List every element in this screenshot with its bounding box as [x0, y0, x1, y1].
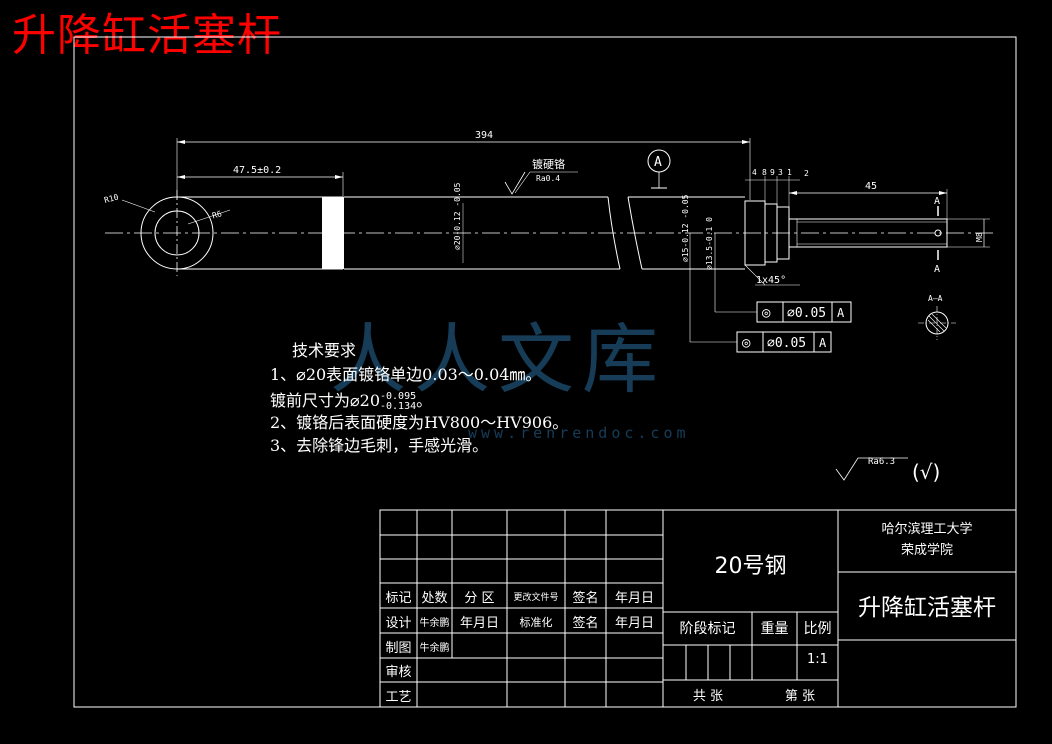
roughness-symbol-ra04	[504, 171, 526, 195]
drawing-title: 升降缸活塞杆	[12, 10, 282, 61]
tb-nianyueri3: 年月日	[614, 616, 654, 631]
tech-line1: 1、⌀20表面镀铬单边0.03～0.04㎜。	[270, 365, 542, 384]
watermark-url: www.renrendoc.com	[468, 424, 690, 442]
tb-nianyueri2: 年月日	[459, 616, 499, 631]
tech-heading: 技术要求	[292, 341, 357, 360]
threaded-stub	[788, 218, 948, 248]
tb-shenhe: 审核	[385, 665, 412, 680]
tb-school1: 哈尔滨理工大学	[881, 522, 973, 537]
tb-genggai: 更改文件号	[513, 593, 559, 603]
tb-sheets: 共 张	[692, 689, 724, 704]
tb-sheet-no: 第 张	[784, 689, 816, 704]
svg-text:◎: ◎	[762, 305, 771, 321]
tb-sheji: 设计	[385, 616, 412, 631]
tb-zhitu: 制图	[385, 641, 412, 656]
label-chrome: 镀硬铬	[532, 157, 565, 171]
break-line-left	[607, 196, 621, 270]
dim-4: 4	[752, 168, 757, 177]
dim-8: 8	[762, 168, 767, 177]
tb-part-name: 升降缸活塞杆	[858, 595, 996, 621]
label-ra04: Ra0.4	[536, 174, 560, 183]
dim-45: 45	[865, 181, 877, 192]
svg-text:◎: ◎	[742, 335, 751, 351]
dim-1: 1	[787, 168, 792, 177]
svg-text:∅0.05: ∅0.05	[767, 336, 806, 351]
dim-93: 9	[770, 168, 775, 177]
title-block-grid	[379, 509, 1017, 708]
tb-material: 20号钢	[714, 554, 787, 579]
tb-biaoji: 标记	[385, 591, 412, 606]
section-label: A—A	[928, 294, 943, 303]
tech-line2: 镀前尺寸为⌀20-0.095-0.134。	[270, 390, 433, 412]
tb-zhitu-name: 牛余鹏	[419, 643, 450, 654]
dim-3: 3	[778, 168, 783, 177]
chrome-band	[322, 197, 344, 269]
svg-text:∅0.05: ∅0.05	[787, 306, 826, 321]
svg-text:A: A	[837, 306, 845, 320]
tb-qianming2: 签名	[572, 616, 599, 631]
dim-r6: R6	[211, 209, 223, 220]
roughness-paren: (√)	[912, 460, 940, 484]
tb-fenqu: 分 区	[464, 591, 495, 606]
tb-school2: 荣成学院	[900, 543, 953, 558]
tb-qianming1: 签名	[572, 591, 599, 606]
datum-a-label: A	[654, 155, 662, 170]
dim-dia20: ⌀20-0.12 -0.05	[453, 182, 462, 250]
dim-dia135: ⌀13.5-0.1 0	[705, 217, 714, 270]
rod-neck-lines	[177, 196, 343, 270]
dim-r10: R10	[103, 192, 119, 204]
dim-dia15: ⌀15-0.12 -0.05	[681, 194, 690, 262]
tb-sheji-name: 牛余鹏	[419, 618, 450, 629]
tech-line3: 2、镀铬后表面硬度为HV800～HV906。	[270, 413, 569, 432]
tolerance-frame-1: ◎ ∅0.05 A	[714, 233, 852, 323]
tech-line4: 3、去除锋边毛刺，手感光滑。	[270, 436, 489, 455]
label-ra63: Ra6.3	[868, 457, 895, 467]
dim-chamfer: 1x45°	[756, 275, 786, 286]
watermark-text: 人人文库	[330, 315, 666, 404]
tb-stage-mark: 阶段标记	[679, 621, 736, 637]
dim-m8: M8	[975, 232, 984, 242]
tb-scale: 1:1	[807, 652, 828, 667]
svg-text:A: A	[819, 336, 827, 350]
dim-eye-offset: 47.5±0.2	[233, 165, 281, 176]
section-mark-top: A	[934, 196, 940, 207]
tb-nianyueri1: 年月日	[614, 591, 654, 606]
tb-gongyi: 工艺	[385, 690, 412, 705]
tb-scale-label: 比例	[803, 621, 832, 637]
tb-chushu: 处数	[421, 591, 448, 606]
roughness-symbol-general	[835, 457, 908, 481]
tb-biaozhunhua: 标准化	[519, 616, 553, 629]
break-line-right	[627, 196, 643, 270]
dim-total-length: 394	[475, 130, 493, 141]
tolerance-frame-2: ◎ ∅0.05 A	[689, 233, 832, 353]
tb-weight: 重量	[760, 621, 789, 637]
section-mark-bottom: A	[934, 264, 940, 275]
dim-2: 2	[804, 169, 809, 178]
